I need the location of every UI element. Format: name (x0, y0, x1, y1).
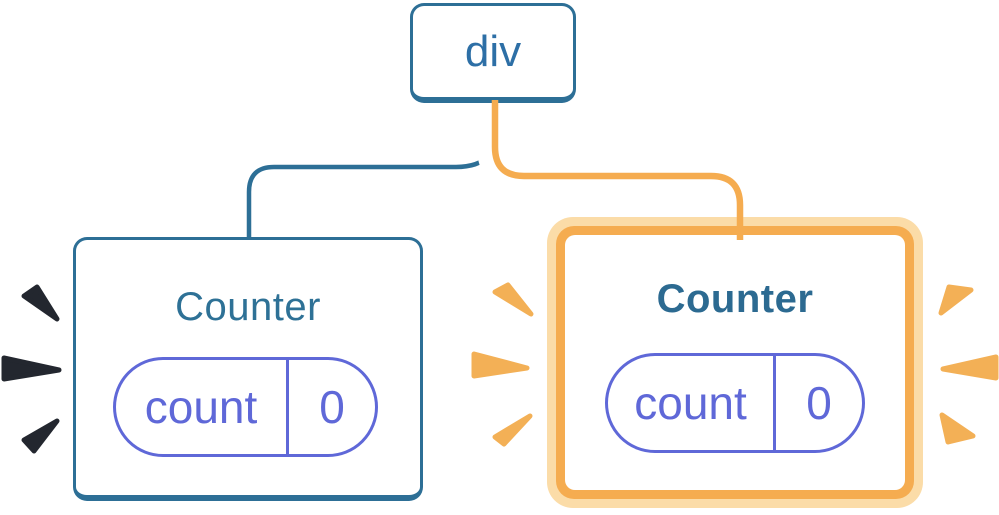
root-node-label: div (464, 26, 522, 76)
counter-title-right: Counter (656, 277, 814, 321)
edge-div-to-right-counter-casing (477, 100, 758, 236)
counter-card-left: Counter count 0 (73, 237, 423, 501)
edge-div-to-left-counter (246, 103, 503, 240)
state-name-right: count (608, 356, 776, 450)
counter-title-left: Counter (175, 285, 321, 329)
state-value-left: 0 (319, 381, 345, 433)
state-pill-right: count 0 (605, 353, 865, 453)
counter-card-right-highlight-inner-border: Counter count 0 (556, 226, 914, 499)
counter-card-right-highlight: Counter count 0 (547, 217, 923, 508)
state-name-left: count (116, 360, 289, 454)
root-node-div: div (410, 3, 576, 103)
counter-card-right: Counter count 0 (565, 235, 905, 490)
state-pill-left: count 0 (113, 357, 378, 457)
state-value-right: 0 (806, 377, 832, 429)
